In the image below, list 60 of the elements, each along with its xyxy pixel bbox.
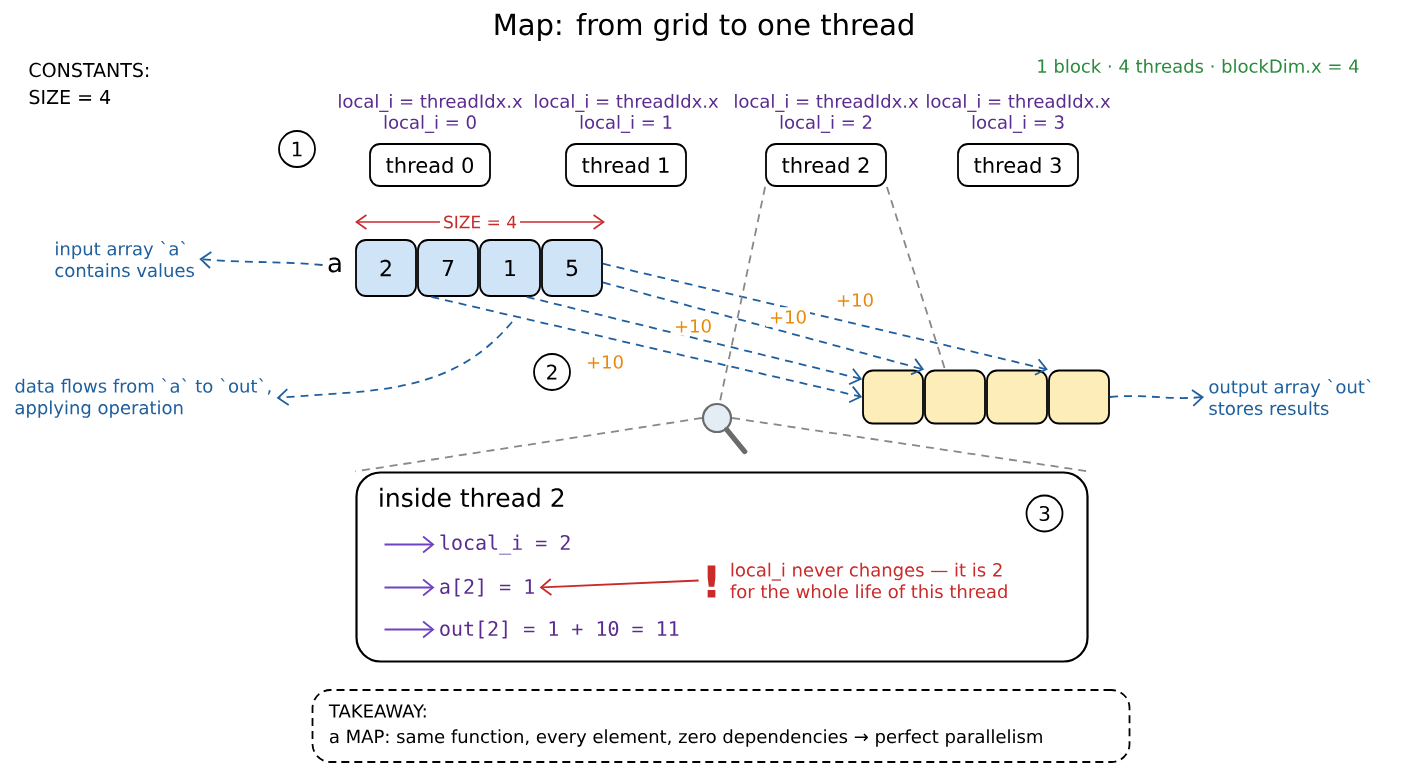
annotation: data flows from `a` to `out`, applying operation	[15, 378, 271, 418]
circled-number: 3	[1025, 494, 1064, 533]
arrow	[430, 296, 863, 404]
node-label: local_i = threadIdx.x	[735, 94, 919, 112]
takeaway-box	[311, 689, 1131, 763]
arrow	[199, 251, 324, 269]
array-cell: 2	[355, 239, 417, 297]
edge-label: +10	[766, 307, 810, 327]
thread-box: thread 1	[565, 143, 687, 187]
node-label: local_i = 2	[780, 115, 872, 133]
edge-label: +10	[583, 352, 627, 372]
array-cell: 5	[541, 239, 603, 297]
annotation: output array `out` stores results	[1209, 378, 1371, 416]
arrow	[539, 578, 700, 596]
dimension-label: SIZE = 4	[440, 212, 521, 232]
array-cell: 7	[417, 239, 479, 297]
arrow	[383, 578, 435, 597]
array-cell	[862, 369, 924, 425]
code-line: local_i = 2	[440, 534, 570, 555]
annotation: input array `a` contains values	[55, 240, 194, 278]
array-name: a	[328, 257, 341, 273]
arrow	[383, 535, 435, 554]
body-text: a MAP: same function, every element, zero dependencies → perfect parallelism	[330, 729, 1042, 747]
label-text: CONSTANTS:	[29, 62, 149, 78]
array-cell	[1048, 369, 1110, 425]
node-label: local_i = 0	[384, 115, 476, 133]
title: Map: from grid to one thread	[495, 12, 913, 42]
arrow	[602, 281, 925, 376]
arrow	[602, 262, 1048, 376]
exclamation-mark: !	[707, 565, 716, 598]
thread-box: thread 2	[765, 143, 887, 187]
node-label: local_i = threadIdx.x	[339, 94, 523, 112]
connector-line	[354, 417, 703, 473]
node-label: local_i = threadIdx.x	[927, 94, 1111, 112]
arrow	[276, 321, 513, 406]
label-text: 1 block · 4 threads · blockDim.x = 4	[1038, 59, 1359, 73]
circled-number: 1	[278, 130, 316, 168]
node-label: local_i = 3	[972, 115, 1064, 133]
code-line: a[2] = 1	[440, 578, 534, 597]
circled-number: 2	[533, 353, 571, 391]
node-label: local_i = 1	[580, 115, 672, 133]
panel	[355, 471, 1089, 663]
magnifier-icon	[701, 402, 748, 455]
edge-label: +10	[833, 290, 877, 310]
heading: inside thread 2	[380, 487, 564, 508]
heading: TAKEAWAY:	[328, 704, 426, 718]
array-cell: 1	[479, 239, 541, 297]
note-text: local_i never changes — it is 2 for the whole life of this thread	[730, 562, 1007, 599]
edge-label: +10	[671, 316, 715, 336]
label-text: SIZE = 4	[29, 89, 111, 105]
code-line: out[2] = 1 + 10 = 11	[440, 620, 679, 639]
thread-box: thread 0	[369, 143, 491, 187]
thread-box: thread 3	[957, 143, 1079, 187]
arrow	[1109, 389, 1204, 407]
connector-line	[886, 186, 946, 371]
arrow	[383, 620, 435, 639]
arrow	[525, 296, 863, 386]
node-label: local_i = threadIdx.x	[535, 94, 719, 112]
array-cell	[924, 369, 986, 425]
array-cell	[986, 369, 1048, 425]
